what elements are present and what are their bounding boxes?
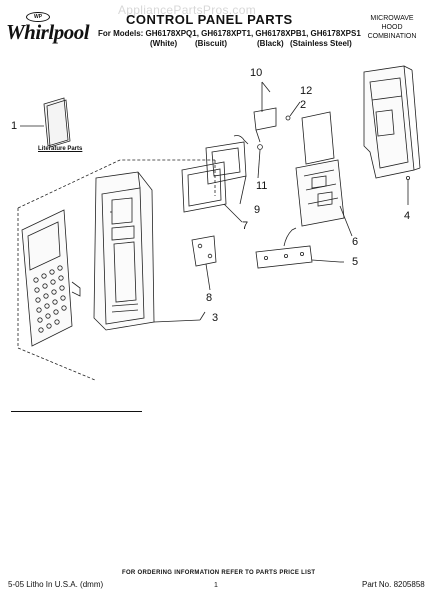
- part-number: Part No. 8205858: [362, 580, 425, 589]
- divider-rule: [11, 411, 142, 412]
- variant-stainless: (Stainless Steel): [290, 39, 352, 48]
- control-board-drawing: [295, 111, 353, 237]
- literature-parts-label: Literature Parts: [38, 146, 83, 152]
- callout-8: 8: [206, 292, 213, 304]
- product-type-label: MICROWAVE HOOD COMBINATION: [362, 14, 422, 41]
- product-type-line: COMBINATION: [367, 33, 417, 40]
- callout-1: 1: [11, 120, 18, 132]
- page-title: CONTROL PANEL PARTS: [126, 12, 293, 27]
- callout-5: 5: [352, 256, 359, 268]
- small-bracket-drawing: [253, 82, 277, 143]
- watermark-text: AppliancePartsPros.com: [118, 3, 256, 17]
- callout-leader-lines: [199, 81, 344, 321]
- callout-4: 4: [404, 210, 411, 222]
- screw-drawing: [257, 144, 263, 179]
- switch-plate-drawing: [255, 227, 341, 269]
- logo-badge: WP: [26, 12, 50, 22]
- variant-white: (White): [150, 39, 178, 48]
- product-type-line: HOOD: [381, 24, 403, 31]
- callout-7: 7: [242, 220, 249, 232]
- ordering-info: FOR ORDERING INFORMATION REFER TO PARTS …: [122, 570, 316, 576]
- print-info: 5-05 Litho In U.S.A. (dmm): [8, 580, 104, 589]
- models-line: For Models: GH6178XPQ1, GH6178XPT1, GH61…: [98, 29, 361, 38]
- page-number: 1: [214, 582, 218, 589]
- literature-booklet-drawing: [20, 97, 71, 148]
- variant-black: (Black): [257, 39, 284, 48]
- callout-11: 11: [256, 180, 268, 192]
- mounting-plate-drawing: [191, 235, 217, 291]
- callout-12: 12: [300, 85, 313, 97]
- keypad-panel-drawing: [21, 209, 81, 347]
- side-panel-drawing: [363, 65, 421, 205]
- product-type-line: MICROWAVE: [370, 15, 414, 22]
- display-window-drawing: [181, 161, 243, 223]
- keypad-buttons: [33, 265, 67, 333]
- connector-drawing: [285, 101, 301, 121]
- callout-6: 6: [352, 236, 359, 248]
- callout-3: 3: [212, 312, 219, 324]
- control-panel-housing-drawing: [93, 171, 201, 331]
- whirlpool-logo: Whirlpool: [6, 20, 90, 44]
- callout-9: 9: [254, 204, 261, 216]
- callout-10: 10: [250, 67, 263, 79]
- variant-biscuit: (Biscuit): [195, 39, 227, 48]
- display-bracket-drawing: [205, 135, 249, 205]
- cabinet-dashed-outline: [17, 159, 216, 381]
- callout-2: 2: [300, 99, 307, 111]
